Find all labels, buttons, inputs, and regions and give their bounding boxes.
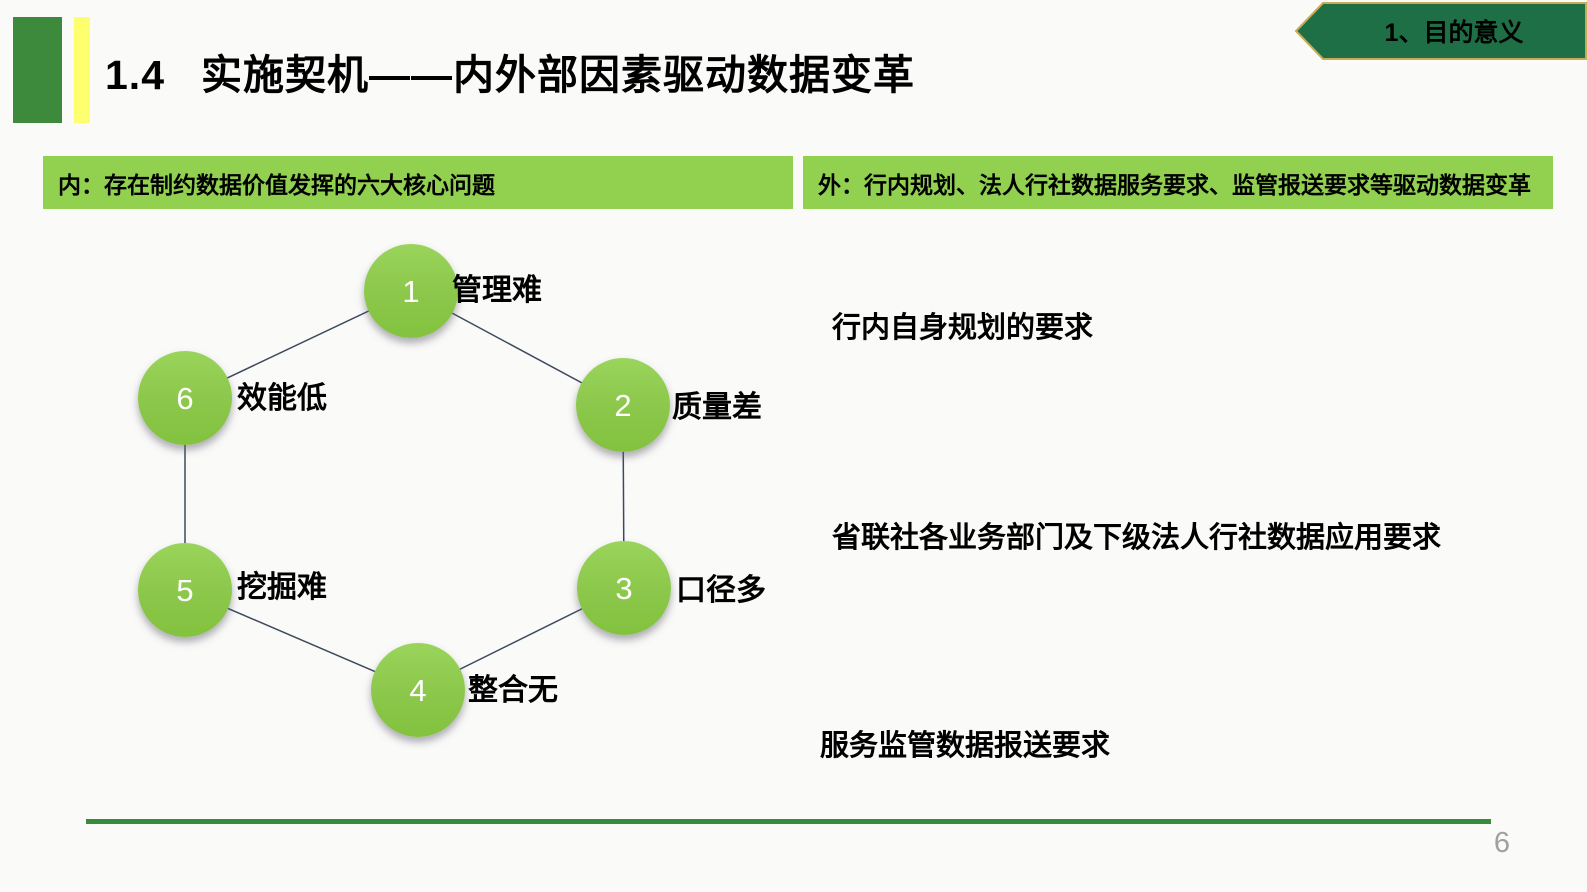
node-number: 6	[176, 380, 194, 416]
node-number: 3	[615, 570, 633, 606]
external-item: 服务监管数据报送要求	[820, 730, 1111, 762]
page-number: 6	[1493, 827, 1511, 859]
footer-divider	[86, 819, 1491, 824]
diagram-node-label-1: 管理难	[452, 274, 542, 307]
external-item: 行内自身规划的要求	[832, 312, 1094, 344]
external-panel-header: 外：行内规划、法人行社数据服务要求、监管报送要求等驱动数据变革	[803, 156, 1553, 209]
diagram-node-5: 5	[138, 543, 232, 637]
section-banner: 1、目的意义	[1293, 0, 1587, 62]
page-title: 1.4 实施契机——内外部因素驱动数据变革	[105, 51, 915, 99]
node-number: 2	[614, 387, 632, 423]
page-title-number: 1.4	[105, 52, 165, 98]
section-banner-label: 1、目的意义	[1384, 18, 1524, 47]
diagram-node-label-6: 效能低	[237, 382, 327, 415]
node-number: 4	[409, 672, 427, 708]
diagram-node-1: 1	[364, 244, 458, 338]
node-number: 5	[176, 572, 194, 608]
diagram-node-6: 6	[138, 351, 232, 445]
diagram-node-label-4: 整合无	[468, 674, 558, 707]
diagram-node-label-3: 口径多	[676, 574, 766, 607]
banner-arrow-shape	[1294, 2, 1587, 60]
accent-yellow-bar	[74, 17, 90, 123]
diagram-node-label-5: 挖掘难	[237, 571, 327, 604]
diagram-node-2: 2	[576, 358, 670, 452]
page-title-text: 实施契机——内外部因素驱动数据变革	[201, 52, 915, 98]
diagram-node-3: 3	[577, 541, 671, 635]
diagram-node-label-2: 质量差	[672, 391, 762, 424]
external-item: 省联社各业务部门及下级法人行社数据应用要求	[832, 522, 1442, 554]
node-number: 1	[402, 273, 420, 309]
accent-rectangle	[13, 17, 62, 123]
internal-panel-header: 内：存在制约数据价值发挥的六大核心问题	[43, 156, 793, 209]
diagram-node-4: 4	[371, 643, 465, 737]
